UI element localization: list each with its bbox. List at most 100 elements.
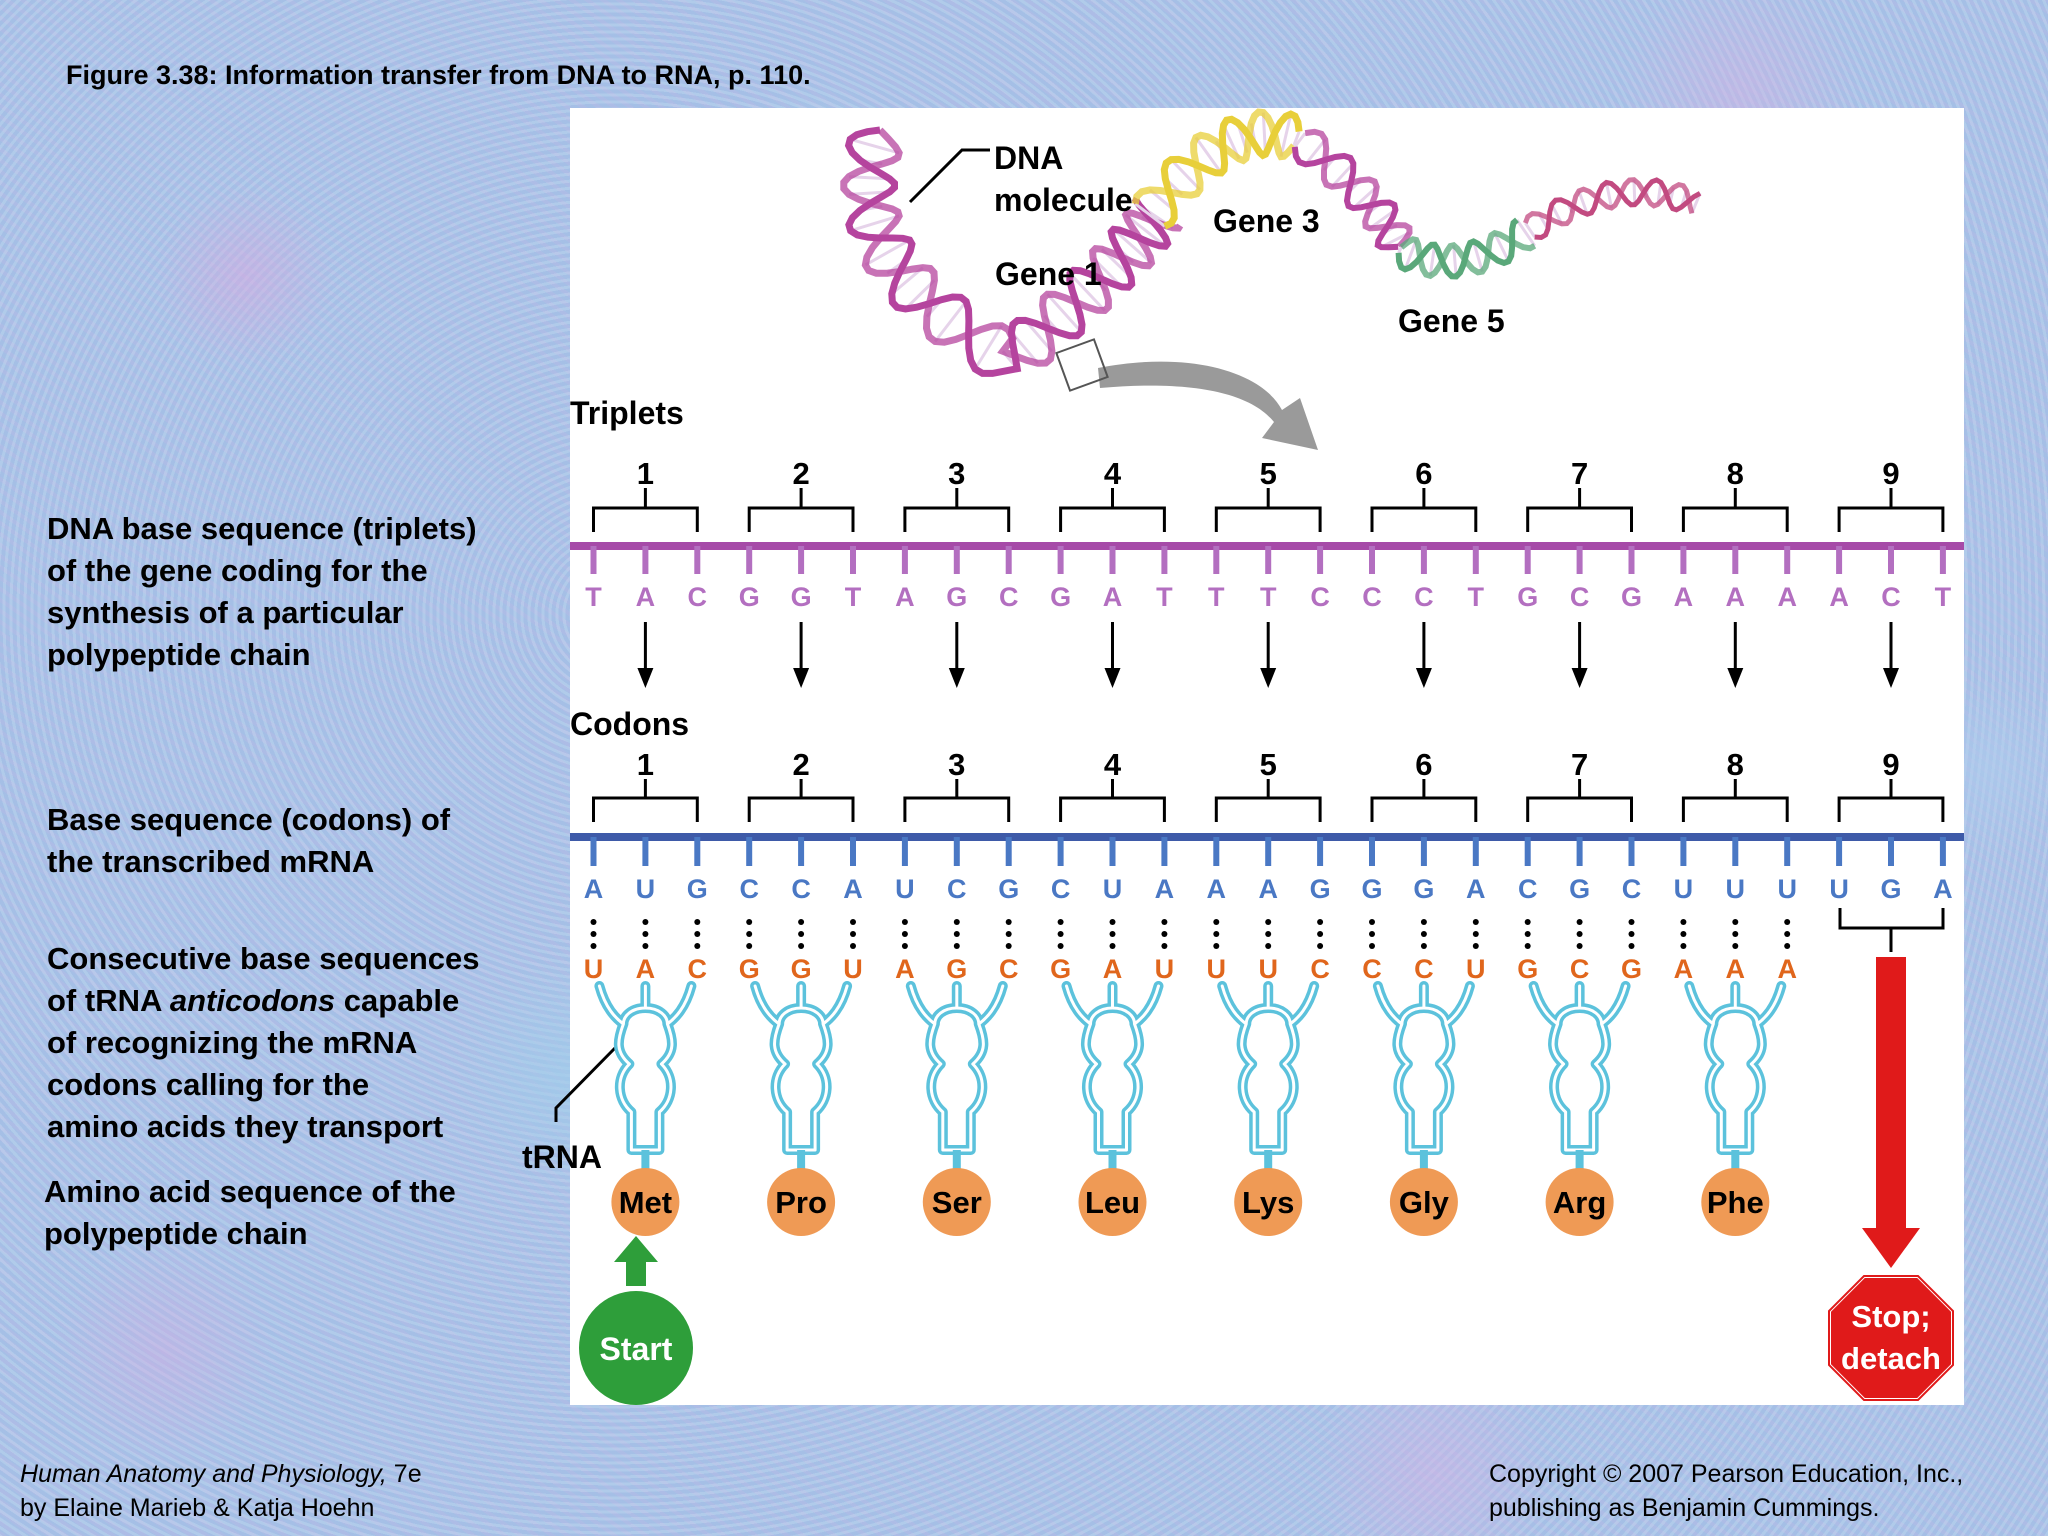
transcription-arrow-head [1104, 668, 1121, 688]
gene3-label: Gene 3 [1213, 203, 1320, 239]
triplet-number: 4 [1104, 456, 1122, 491]
start-arrow [614, 1236, 658, 1286]
transfer-arrow [1098, 361, 1318, 450]
base-pair-dot [694, 931, 701, 937]
base-pair-dot [1265, 931, 1272, 937]
mrna-base: U [1726, 874, 1746, 904]
trna-base: G [1621, 954, 1642, 984]
base-pair-dot [1472, 919, 1479, 925]
helix-strand [1131, 108, 1297, 205]
amino-acid-circle [1701, 1168, 1770, 1236]
mrna-base: A [1258, 874, 1278, 904]
trna-molecule [594, 981, 697, 1155]
trna-base: A [1777, 954, 1797, 984]
base-pair-dot [746, 943, 753, 949]
amino-acid-circle [922, 1168, 991, 1236]
base-pair-dot [694, 919, 701, 925]
base-pair-dot [1732, 943, 1739, 949]
mrna-base: C [791, 874, 811, 904]
mrna-base: G [1413, 874, 1434, 904]
amino-acid-label: Arg [1553, 1185, 1606, 1220]
amino-sequence-label: Amino acid sequence of the polypeptide c… [44, 1174, 456, 1251]
transcription-arrow-head [637, 668, 654, 688]
base-pair-dot [850, 919, 856, 925]
helix-rung [890, 266, 924, 296]
trna-molecule [1528, 981, 1631, 1155]
trna-molecule [905, 981, 1008, 1155]
amino-acid-circle [1389, 1168, 1458, 1236]
base-pair-dot [1369, 919, 1375, 925]
dna-base: T [1156, 582, 1173, 612]
base-pair-dot [1784, 943, 1791, 949]
amino-acid-label: Ser [932, 1185, 982, 1220]
base-pair-dot [1369, 931, 1375, 937]
codon-number: 7 [1571, 747, 1588, 782]
mrna-base: G [687, 874, 708, 904]
helix-strand [844, 126, 1172, 377]
helix-rung [1397, 246, 1403, 254]
base-pair-dot [1161, 919, 1168, 925]
triplet-number: 9 [1882, 456, 1899, 491]
dna-base: T [1260, 582, 1277, 612]
helix-strand [1304, 128, 1413, 249]
base-pair-dot [590, 943, 597, 949]
trna-base: G [791, 954, 812, 984]
trna-base: G [1050, 954, 1071, 984]
trna-base: C [1362, 954, 1382, 984]
codons-label: Codons [570, 706, 689, 742]
base-pair-dot [1109, 919, 1116, 925]
mrna-base: A [1155, 874, 1175, 904]
trna-label: tRNA [522, 1139, 602, 1175]
dna-sequence-label: DNA base sequence (triplets) of the gene… [47, 511, 477, 672]
triplet-number: 3 [948, 456, 965, 491]
codon-number: 3 [948, 747, 965, 782]
footer-edition: 7e [386, 1460, 422, 1488]
base-pair-dot [798, 919, 805, 925]
dna-base: T [845, 582, 862, 612]
dna-base: A [1829, 582, 1849, 612]
helix-rung [1046, 293, 1083, 333]
helix-rung [1403, 239, 1418, 270]
helix-rung [1604, 182, 1614, 209]
triplet-bracket [1214, 488, 1322, 532]
trna-anticodon-label: Consecutive base sequences of tRNA antic… [47, 938, 479, 1148]
amino-acid-label: Phe [1707, 1185, 1764, 1220]
helix-rung [1194, 136, 1223, 174]
helix-rung [904, 279, 936, 310]
base-pair-dot [1628, 919, 1635, 925]
helix-rung [850, 214, 900, 233]
dna-base: G [946, 582, 967, 612]
base-pair-dot [1317, 943, 1324, 949]
trna-molecule [750, 981, 853, 1155]
dna-base: A [1726, 582, 1746, 612]
helix-rung [1169, 158, 1202, 191]
trna-base: A [1674, 954, 1694, 984]
helix-strand [840, 127, 1184, 367]
trna-base: C [1570, 954, 1590, 984]
amino-acid-circle [1078, 1168, 1147, 1236]
helix-strand [1399, 229, 1537, 280]
start-label: Start [600, 1331, 673, 1367]
mrna-base: A [843, 874, 863, 904]
gene5-label: Gene 5 [1398, 303, 1505, 339]
trna-base: U [1155, 954, 1175, 984]
base-pair-dot [1420, 943, 1427, 949]
helix-rung [1352, 185, 1378, 210]
triplet-bracket [1526, 488, 1633, 532]
trna-molecule [1061, 981, 1164, 1155]
trna-base: G [739, 954, 760, 984]
base-pair-dot [1420, 919, 1427, 925]
base-pair-dot [1784, 919, 1791, 925]
codon-bracket [1370, 779, 1478, 822]
trna-base: A [1103, 954, 1123, 984]
mrna-base: C [947, 874, 967, 904]
trna-base: C [688, 954, 708, 984]
trna-base: A [636, 954, 656, 984]
dna-base: A [1777, 582, 1797, 612]
transcription-arrow-head [1260, 668, 1277, 688]
dna-molecule-leader-line [908, 148, 990, 204]
stop-label-2: detach [1841, 1341, 1941, 1376]
base-pair-dot [1057, 943, 1064, 949]
triplet-number: 7 [1571, 456, 1588, 491]
transcription-arrow-head [1727, 668, 1744, 688]
